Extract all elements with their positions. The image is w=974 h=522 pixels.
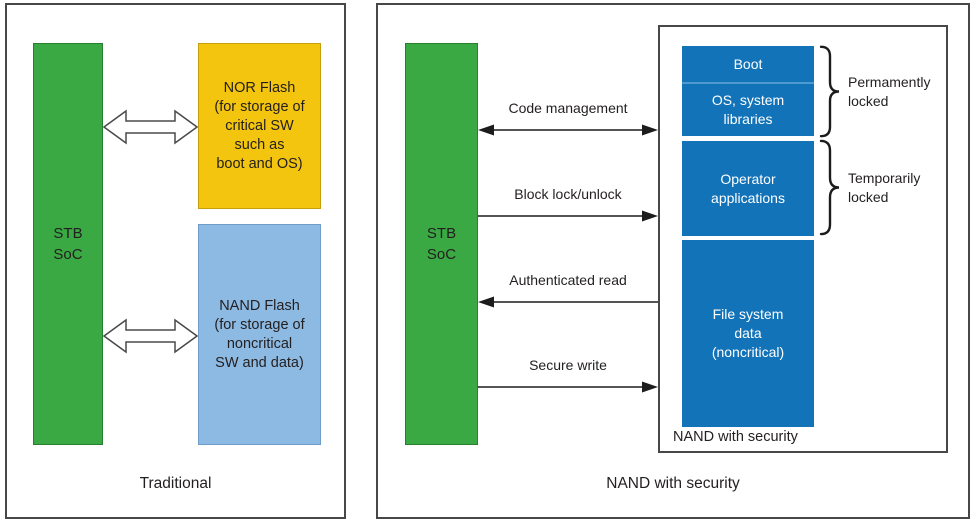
lock-annotation: Permamently locked [848,73,931,109]
double-arrow-icon [478,124,658,136]
traditional-panel: STB SoC NOR Flash (for storage of critic… [5,3,346,519]
arrow-label: Code management [508,100,628,116]
bidirectional-block-arrow-icon [103,316,198,356]
memory-segment-os: OS, system libraries [682,84,814,136]
nand-container-label: NAND with security [673,429,798,445]
panel-caption: Traditional [139,475,212,492]
arrow-label: Authenticated read [509,272,627,288]
right-arrow-icon [478,381,658,393]
nor-flash-block: NOR Flash (for storage of critical SW su… [198,43,321,209]
right-arrow-icon [478,210,658,222]
panel-caption: NAND with security [606,475,740,492]
secure-write-arrow: Secure write [478,357,658,395]
left-arrow-icon [478,296,658,308]
memory-segment-file-system: File system data (noncritical) [682,240,814,427]
arrow-label: Block lock/unlock [514,186,622,202]
brace-icon [818,139,842,236]
nand-security-panel: STB SoC Code management Block lock/unloc… [376,3,970,519]
nand-security-container: Boot OS, system libraries Operator appli… [658,25,948,453]
arrow-label: Secure write [529,357,607,373]
lock-annotation: Temporarily locked [848,169,921,205]
memory-segment-operator-apps: Operator applications [682,141,814,236]
code-management-arrow: Code management [478,100,658,138]
authenticated-read-arrow: Authenticated read [478,272,658,310]
bidirectional-block-arrow-icon [103,107,198,147]
block-lock-unlock-arrow: Block lock/unlock [478,186,658,224]
memory-segment-stack: Boot OS, system libraries Operator appli… [682,46,814,427]
brace-icon [818,45,842,138]
stb-soc-block: STB SoC [33,43,103,445]
nand-flash-block: NAND Flash (for storage of noncritical S… [198,224,321,445]
memory-segment-boot: Boot [682,46,814,84]
stb-soc-block: STB SoC [405,43,478,445]
